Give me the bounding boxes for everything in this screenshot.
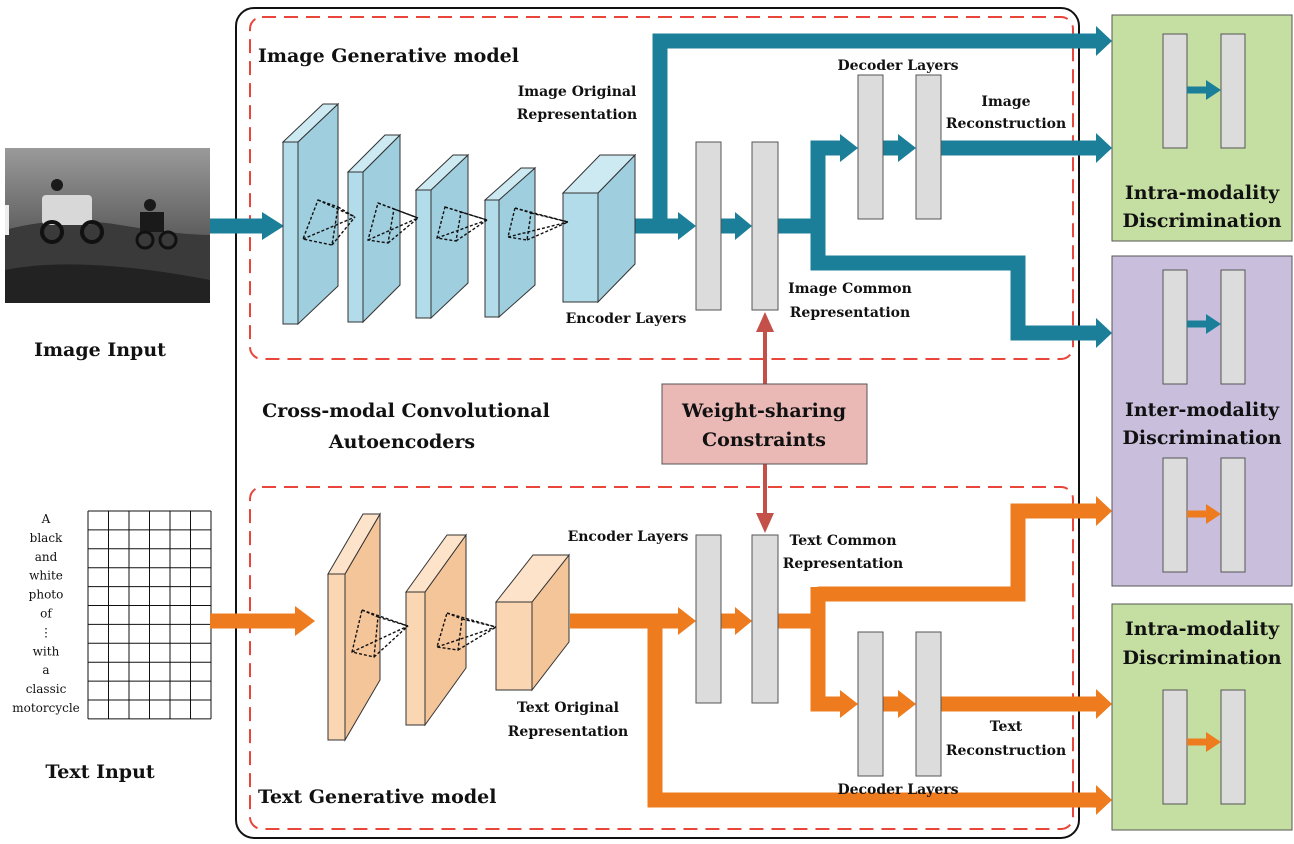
inter-panel [1111,255,1293,587]
weight-sharing-box [661,383,868,465]
text-input-word: ⋮ [40,625,52,639]
text-dense-layers [695,534,942,777]
inter-line1: Inter-modality [1125,399,1280,421]
text-reconstruction-line1: Text [990,719,1023,735]
intra-image-panel [1111,14,1293,242]
text-input-word: motorcycle [12,701,80,715]
main-frame [235,7,1080,839]
cross-modal-line2: Autoencoders [328,431,475,453]
intra-image-line1: Intra-modality [1125,182,1280,204]
text-flow-arrowheads [295,496,1112,815]
text-common-rep-line1: Text Common [789,533,896,549]
text-conv-layers [327,512,571,742]
text-input-word: and [35,550,58,564]
image-common-rep-line1: Image Common [788,281,912,297]
image-input-label: Image Input [34,339,166,361]
intra-image-line2: Discrimination [1122,210,1281,232]
text-original-rep-line1: Text Original [517,700,619,716]
image-model-title: Image Generative model [258,45,519,67]
inter-line2: Discrimination [1122,427,1281,449]
image-dense-layers [695,74,942,311]
text-input-word: photo [29,588,64,602]
intra-text-line2: Discrimination [1122,647,1281,669]
text-input-word: of [40,607,53,621]
text-model-box [249,486,1074,830]
text-flow-arrows [210,503,1098,808]
weight-sharing-arrows [756,312,774,533]
image-flow-arrowheads [262,26,1112,348]
text-common-rep-line2: Representation [783,556,903,572]
text-input-label: Text Input [45,761,155,783]
text-input-word: a [42,663,49,677]
image-original-rep-line1: Image Original [518,84,637,100]
text-encoder-label: Encoder Layers [568,529,689,545]
image-encoder-label: Encoder Layers [566,311,687,327]
text-input-grid [87,510,212,720]
image-kernels [302,199,569,246]
text-decoder-label: Decoder Layers [837,782,958,798]
intra-text-line1: Intra-modality [1125,618,1280,640]
text-input-word: white [29,569,63,583]
text-input-word: A [41,512,51,526]
image-decoder-label: Decoder Layers [837,58,958,74]
text-reconstruction-line2: Reconstruction [946,743,1066,759]
image-input-photo [5,148,210,303]
image-reconstruction-line2: Reconstruction [946,116,1066,132]
image-original-rep-line2: Representation [517,107,637,123]
text-input-word: classic [26,682,67,696]
image-model-box [249,16,1074,360]
text-input-word: with [33,644,60,658]
text-kernels [351,609,497,658]
text-model-title: Text Generative model [258,786,496,808]
weight-sharing-line2: Constraints [702,429,826,451]
text-input-word: black [30,531,63,545]
image-reconstruction-line1: Image [981,94,1030,110]
weight-sharing-line1: Weight-sharing [681,400,846,422]
image-conv-layers [281,102,637,326]
cross-modal-line1: Cross-modal Convolutional [262,400,550,422]
text-original-rep-line2: Representation [508,724,628,740]
image-common-rep-line2: Representation [790,305,910,321]
intra-text-panel [1111,603,1293,831]
image-flow-arrows [210,33,1098,341]
